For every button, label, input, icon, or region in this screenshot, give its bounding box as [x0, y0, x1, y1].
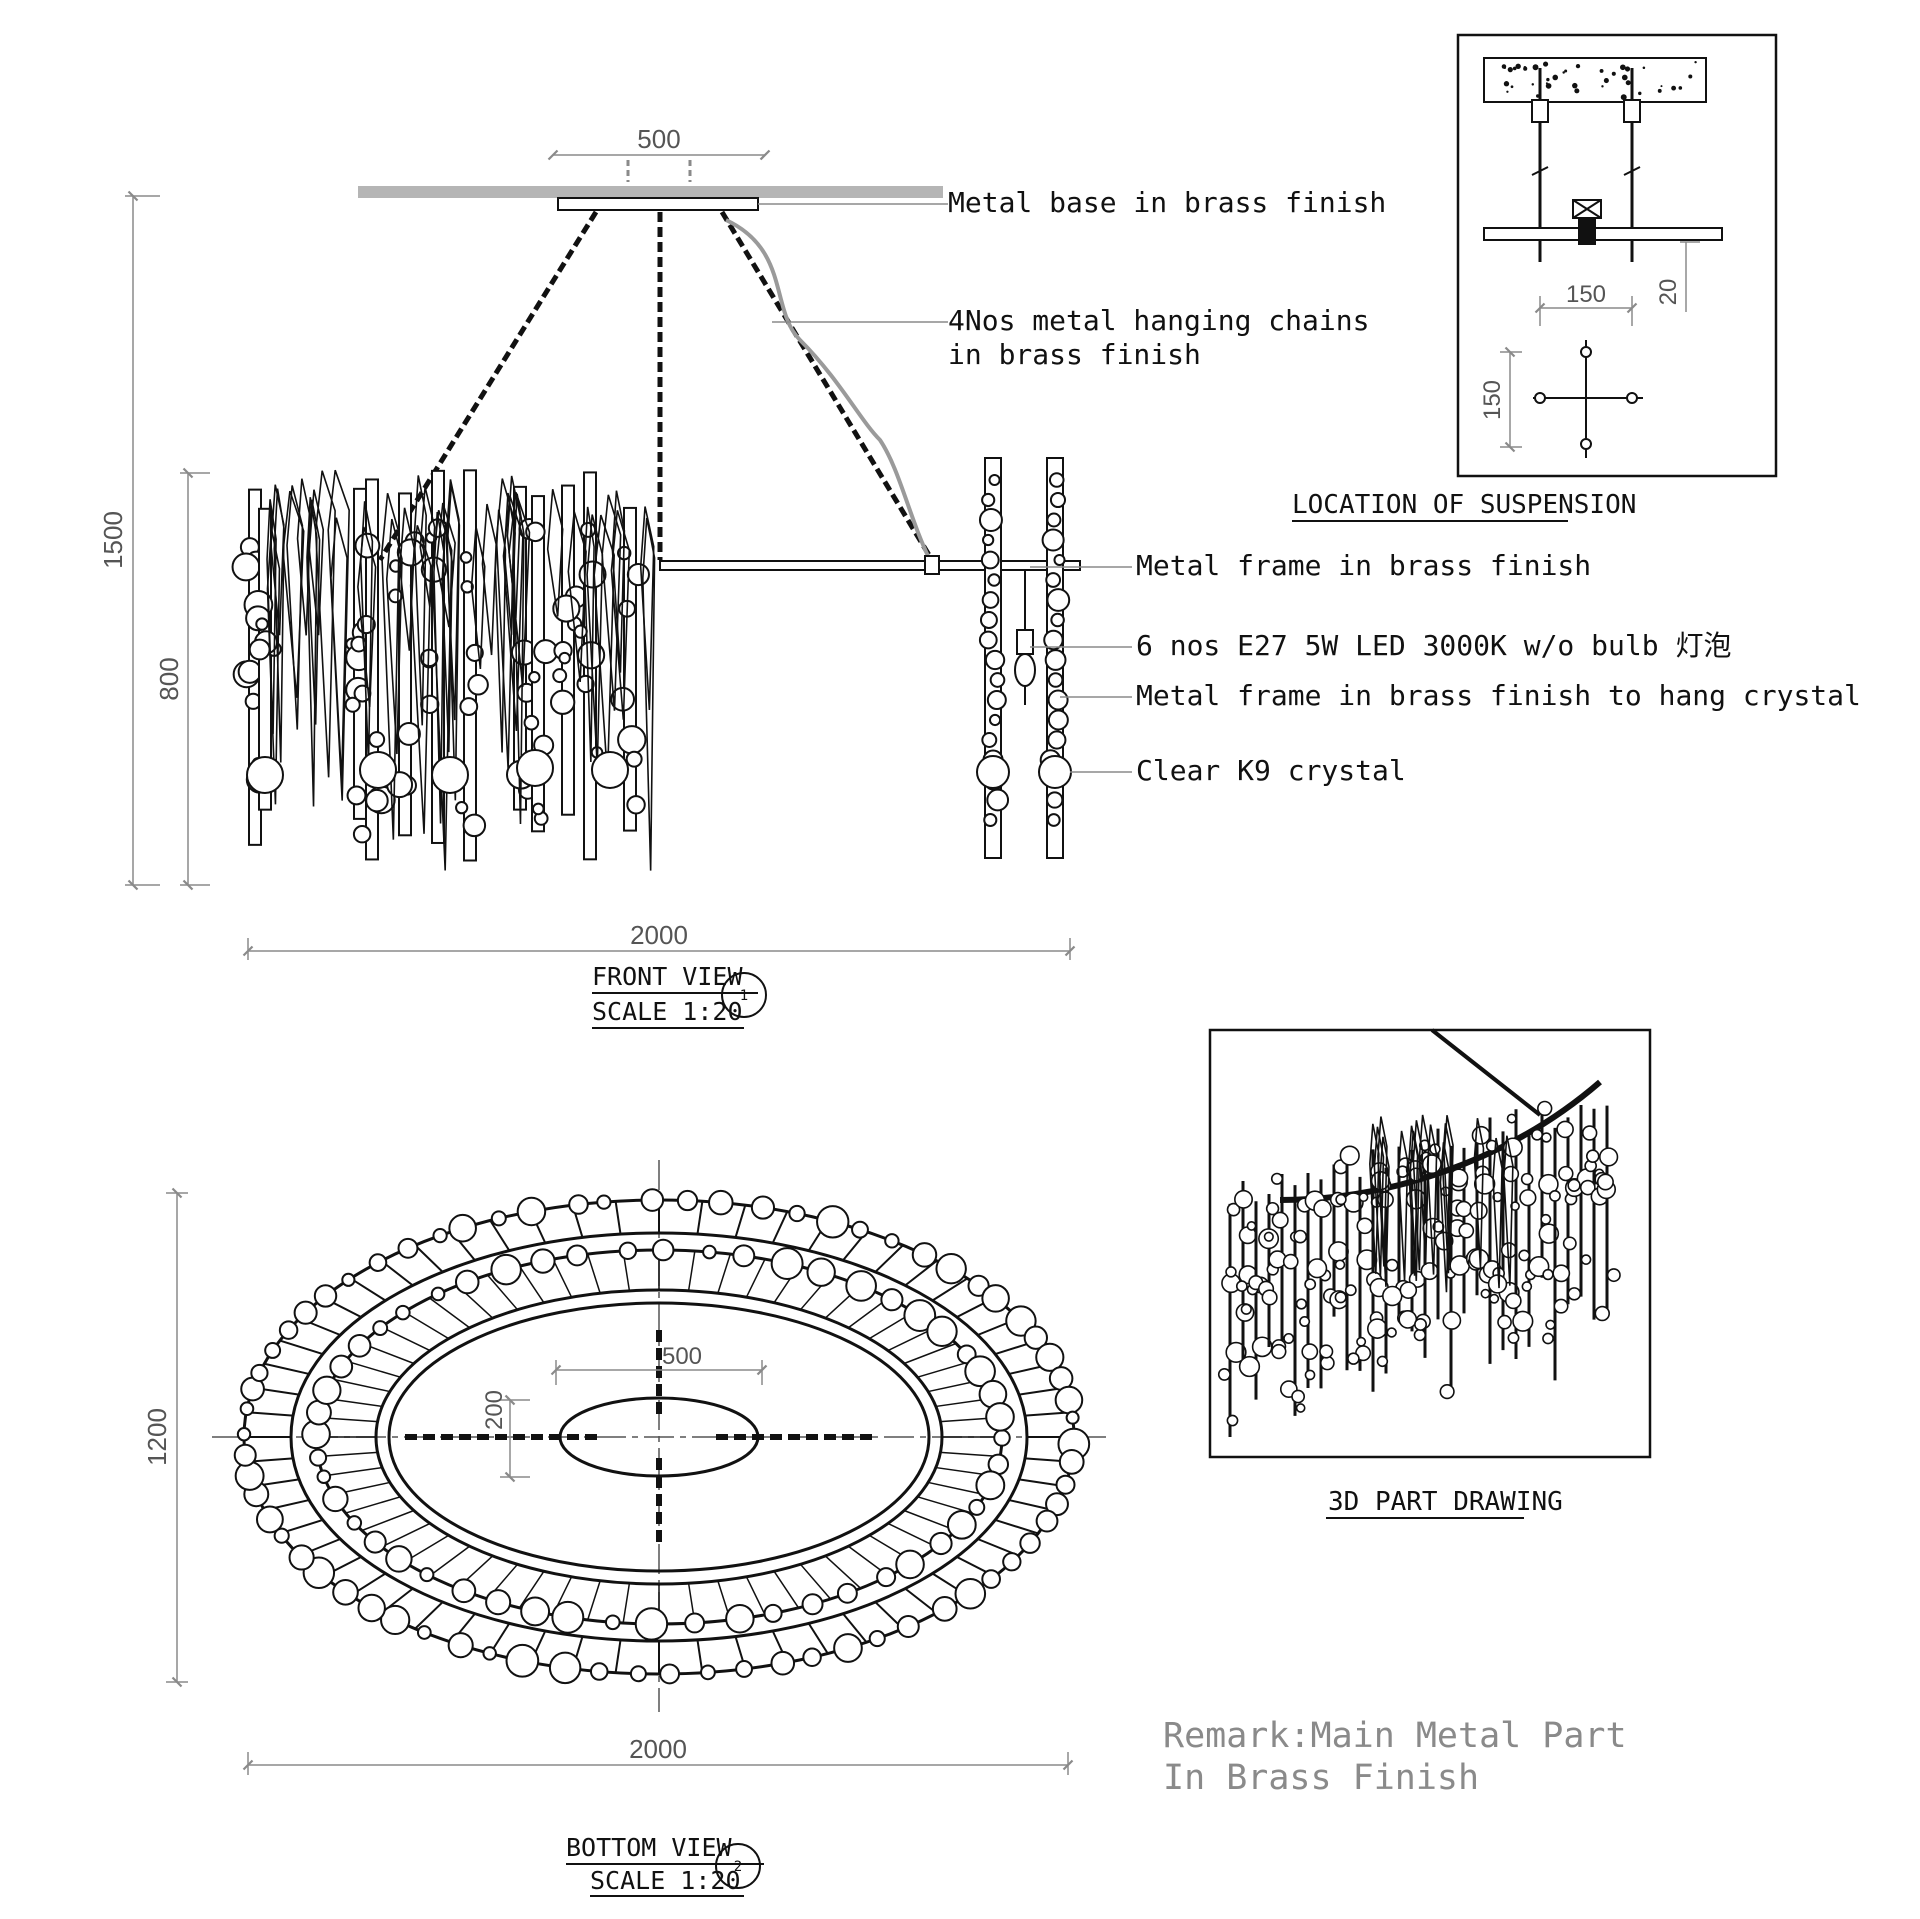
dim-label-150-h: 150 — [1566, 281, 1606, 308]
false-ceiling — [1483, 227, 1723, 241]
concrete-texture — [1501, 60, 1697, 101]
view-marker-2-number: 2 — [734, 1859, 742, 1875]
bulb-icon — [1014, 570, 1036, 705]
dim-label-1200: 1200 — [142, 1408, 172, 1466]
concrete-slab — [1483, 57, 1707, 103]
front-crystal-cluster — [231, 469, 656, 871]
remark-line-1: Remark:Main Metal Part — [1163, 1716, 1627, 1756]
remark-line-2: In Brass Finish — [1163, 1758, 1479, 1798]
hanging-chains — [377, 210, 935, 562]
dim-label-500: 500 — [637, 124, 680, 154]
view-marker-1 — [721, 972, 767, 1018]
suspension-frame — [1456, 33, 1778, 478]
bottom-view-scale: SCALE 1:20 — [590, 1866, 741, 1895]
dim-label-500-bottom: 500 — [662, 1343, 702, 1370]
callout-chains-1: 4Nos metal hanging chains — [948, 304, 1369, 337]
dim-label-2000-bottom: 2000 — [629, 1734, 687, 1764]
ceiling-line — [358, 186, 943, 198]
callout-chains-2: in brass finish — [948, 338, 1201, 371]
junction-box-icon — [1572, 199, 1602, 245]
dim-label-1500: 1500 — [98, 511, 128, 569]
suspension-points — [1533, 340, 1643, 458]
front-view-scale: SCALE 1:20 — [592, 997, 743, 1026]
callout-crystal-frame: Metal frame in brass finish to hang crys… — [1136, 679, 1861, 712]
dim-label-20: 20 — [1655, 279, 1682, 306]
ring-crystals — [233, 1188, 1091, 1685]
metal-base — [557, 197, 759, 211]
suspension-detail: 150 20 150 LOCATION OF SUSPENSION — [1292, 33, 1778, 522]
part-drawing-title: 3D PART DRAWING — [1328, 1487, 1563, 1517]
inner-ring — [387, 1301, 931, 1573]
dim-label-200: 200 — [481, 1390, 508, 1430]
callout-base: Metal base in brass finish — [948, 186, 1386, 219]
dim-label-800: 800 — [154, 657, 184, 700]
part-drawing-frame — [1208, 1028, 1652, 1459]
callouts: Metal base in brass finish 4Nos metal ha… — [948, 186, 1861, 787]
dim-label-2000-front: 2000 — [630, 920, 688, 950]
power-cable — [725, 218, 932, 561]
callout-leaders — [758, 203, 1132, 773]
side-crystal-rods — [976, 457, 1072, 859]
bottom-view: 500 200 1200 2000 BOTTOM VIEW SCALE 1:20… — [142, 1160, 1108, 1897]
view-marker-1-number: 1 — [740, 988, 748, 1004]
front-view-title: FRONT VIEW — [592, 962, 743, 991]
front-view: 500 — [98, 124, 1132, 1029]
part-crystal-cluster — [1217, 1100, 1621, 1437]
callout-crystal: Clear K9 crystal — [1136, 754, 1406, 787]
callout-frame: Metal frame in brass finish — [1136, 549, 1591, 582]
part-drawing: 3D PART DRAWING — [1208, 1028, 1652, 1519]
dim-label-150-v: 150 — [1479, 380, 1506, 420]
metal-frame-bar — [659, 560, 1081, 571]
view-marker-2 — [715, 1843, 761, 1889]
bottom-view-title: BOTTOM VIEW — [566, 1833, 733, 1862]
suspension-title: LOCATION OF SUSPENSION — [1292, 490, 1636, 520]
callout-bulb: 6 nos E27 5W LED 3000K w/o bulb 灯泡 — [1136, 629, 1731, 662]
